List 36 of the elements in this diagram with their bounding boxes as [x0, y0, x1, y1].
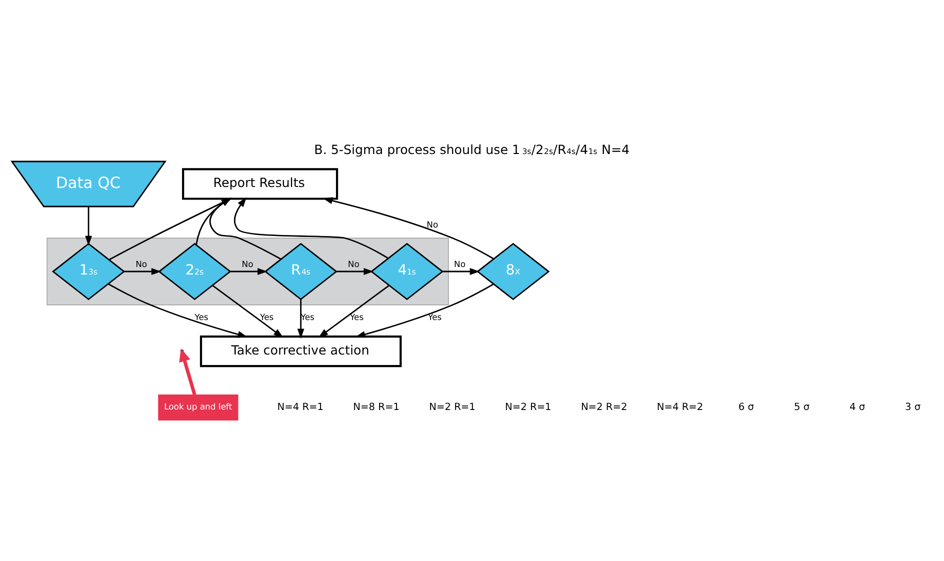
arrow [336, 268, 374, 274]
node-box: Take corrective action [200, 334, 402, 367]
label: N=8 R=1 [353, 402, 400, 413]
arrow [322, 196, 494, 259]
edge-label: No [426, 218, 438, 229]
edge-label: Yes [350, 312, 364, 322]
arrow [355, 283, 494, 338]
label: N=2 R=1 [429, 402, 476, 413]
node-box: Report Results [182, 168, 338, 200]
edge-label: No [136, 258, 148, 269]
label: 3 σ [905, 402, 921, 413]
edge-label: No [242, 258, 254, 269]
arrow [108, 282, 248, 338]
arrow [124, 268, 162, 274]
arrow [442, 268, 480, 274]
edge-label: Yes [260, 312, 274, 322]
label: N=4 R=2 [656, 402, 704, 413]
arrow [85, 206, 92, 246]
label: 5 σ [794, 402, 810, 413]
edge-label: No [454, 258, 466, 269]
arrow [297, 298, 304, 338]
label: 6 σ [738, 402, 754, 413]
edge-label: Yes [428, 312, 442, 322]
label: N=4 R=1 [277, 402, 324, 413]
arrow [212, 284, 284, 338]
cluster [46, 237, 449, 305]
edge-label: Yes [300, 312, 314, 322]
label: N=2 R=2 [580, 402, 628, 413]
node-box: Look up and left [158, 394, 238, 420]
arrow [230, 268, 268, 274]
edge-label: No [348, 258, 360, 269]
arrow [234, 196, 388, 258]
edge-label: Yes [194, 312, 208, 322]
label: N=2 R=1 [505, 402, 552, 413]
arrow [318, 284, 390, 338]
label: 4 σ [849, 402, 866, 413]
